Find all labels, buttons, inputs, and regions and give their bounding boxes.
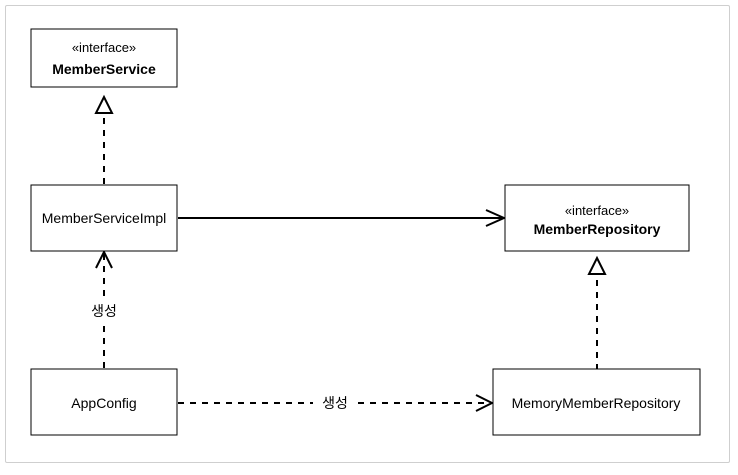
class-name: MemberServiceImpl bbox=[42, 210, 166, 226]
edge-appconfig-creates-impl: 생성 bbox=[84, 249, 124, 368]
class-name: AppConfig bbox=[71, 395, 136, 411]
class-app-config[interactable]: AppConfig bbox=[30, 368, 178, 436]
edge-memory-realizes-repository bbox=[587, 255, 607, 370]
open-arrowhead bbox=[475, 394, 495, 412]
class-stereotype: «interface» bbox=[72, 40, 136, 55]
class-member-repository[interactable]: «interface» MemberRepository bbox=[504, 184, 690, 252]
edge-label-background bbox=[313, 390, 357, 414]
edge-impl-realizes-service bbox=[94, 94, 114, 184]
open-arrowhead bbox=[485, 209, 507, 227]
class-member-service-impl[interactable]: MemberServiceImpl bbox=[30, 184, 178, 252]
edge-label-background bbox=[84, 298, 124, 322]
edge-label-memory-creates: 생성 bbox=[322, 396, 348, 412]
realization-arrowhead bbox=[94, 94, 114, 114]
class-name: MemberService bbox=[52, 61, 156, 77]
class-memory-member-repository[interactable]: MemoryMemberRepository bbox=[492, 368, 701, 436]
realization-arrowhead bbox=[587, 255, 607, 275]
edge-impl-uses-repository bbox=[178, 209, 507, 227]
class-member-service[interactable]: «interface» MemberService bbox=[30, 28, 178, 88]
class-stereotype: «interface» bbox=[565, 203, 629, 218]
edge-appconfig-creates-memory: 생성 bbox=[178, 390, 495, 414]
class-name: MemberRepository bbox=[534, 221, 661, 237]
open-arrowhead bbox=[95, 249, 113, 269]
class-name: MemoryMemberRepository bbox=[512, 395, 681, 411]
edge-label-impl-creates: 생성 bbox=[91, 304, 117, 320]
